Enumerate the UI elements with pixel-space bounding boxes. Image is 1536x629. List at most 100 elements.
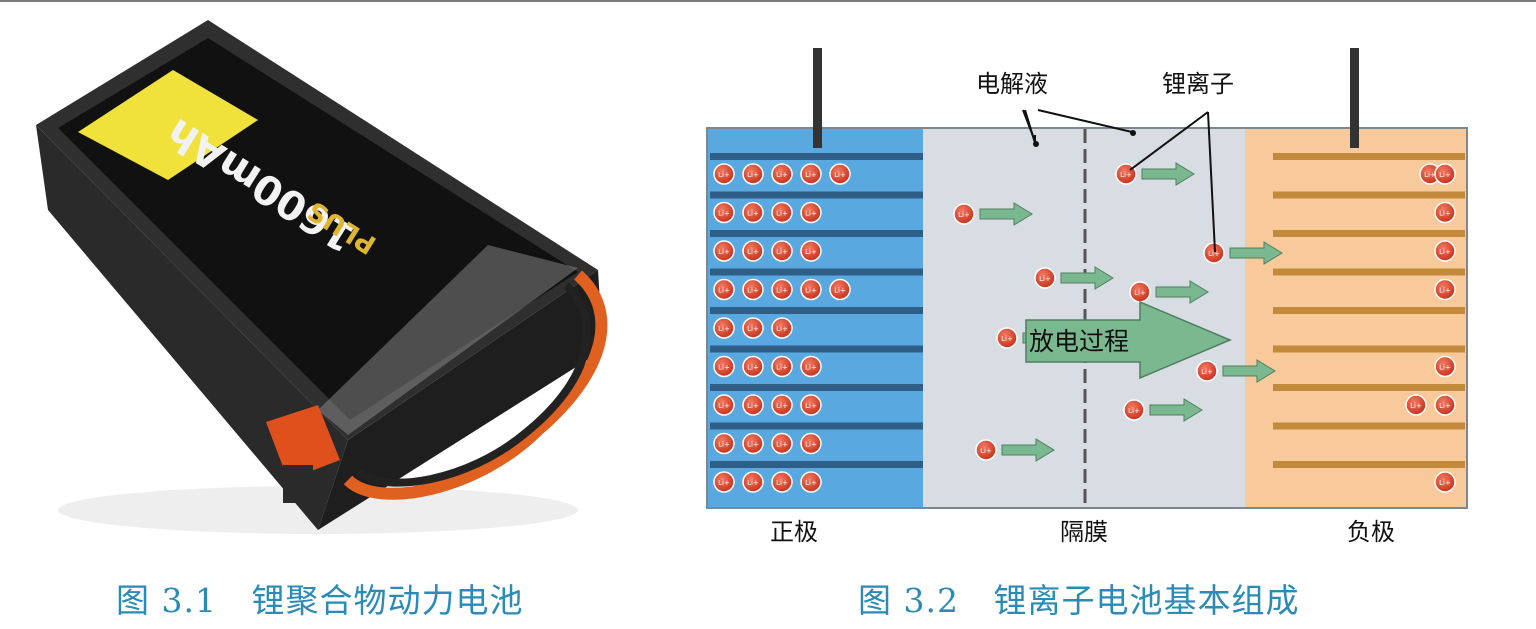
- lithium-ion-icon: Li+: [771, 394, 793, 416]
- lithium-ion-icon: Li+: [953, 203, 975, 225]
- svg-text:Li+: Li+: [1208, 250, 1220, 258]
- anode-plate: [1273, 191, 1465, 199]
- svg-text:Li+: Li+: [1439, 171, 1451, 179]
- svg-text:Li+: Li+: [1128, 407, 1140, 415]
- lithium-ion-icon: Li+: [800, 240, 822, 262]
- svg-text:Li+: Li+: [747, 441, 759, 449]
- anode-plate: [1273, 384, 1465, 391]
- svg-text:Li+: Li+: [776, 248, 788, 256]
- lithium-ion-icon: Li+: [742, 355, 764, 378]
- svg-text:Li+: Li+: [1001, 335, 1013, 343]
- cathode-plate: [710, 384, 923, 391]
- svg-text:Li+: Li+: [980, 447, 992, 455]
- lithium-ion-icon: Li+: [829, 278, 851, 301]
- ion-motion-arrow: [1149, 398, 1203, 422]
- lithium-ion-icon: Li+: [800, 471, 822, 493]
- lithium-ion-icon: Li+: [713, 317, 735, 339]
- ion-motion-arrow: [1141, 162, 1195, 186]
- svg-text:Li+: Li+: [747, 325, 759, 333]
- lithium-ion-icon: Li+: [1434, 240, 1456, 262]
- lithium-ion-icon: Li+: [800, 355, 822, 378]
- svg-text:Li+: Li+: [776, 479, 788, 487]
- svg-text:Li+: Li+: [1410, 402, 1422, 410]
- svg-text:Li+: Li+: [1439, 210, 1451, 218]
- lithium-ion-icon: Li+: [1129, 281, 1151, 303]
- svg-text:Li+: Li+: [747, 364, 759, 372]
- lithium-ion-icon: Li+: [1434, 394, 1456, 416]
- svg-text:Li+: Li+: [805, 248, 817, 256]
- svg-text:Li+: Li+: [747, 479, 759, 487]
- lithium-ion-icon: Li+: [1203, 242, 1225, 264]
- lithium-ion-icon: Li+: [1434, 201, 1456, 224]
- cathode-plate: [710, 422, 923, 430]
- anode-plate: [1273, 153, 1465, 160]
- svg-text:Li+: Li+: [776, 364, 788, 372]
- anode-region: [1245, 129, 1466, 507]
- battery-black-wire: [355, 282, 592, 487]
- lithium-ion-icon: Li+: [975, 439, 997, 461]
- cathode-plate: [710, 153, 923, 160]
- anode-plate: [1273, 268, 1465, 276]
- svg-text:Li+: Li+: [718, 402, 730, 410]
- cathode-plates: [710, 153, 923, 468]
- ion-motion-arrow: [979, 202, 1033, 226]
- anode-plate: [1273, 230, 1465, 237]
- svg-text:Li+: Li+: [1120, 171, 1132, 179]
- battery-connector-base: [283, 465, 313, 503]
- lithium-ion-icon: Li+: [800, 201, 822, 224]
- svg-text:Li+: Li+: [718, 210, 730, 218]
- svg-text:Li+: Li+: [747, 287, 759, 295]
- cathode-ions: Li+ Li+ Li+ Li+ Li+ Li+ Li+ Li+ Li+ Li+ Li+ Li+ Li+ L…: [713, 163, 851, 493]
- svg-text:Li+: Li+: [747, 171, 759, 179]
- ion-motion-arrow: [1001, 438, 1055, 462]
- svg-text:Li+: Li+: [805, 402, 817, 410]
- lithium-ion-icon: Li+: [1434, 163, 1456, 185]
- electrolyte-callout-dot-left: [1033, 141, 1039, 147]
- cathode-plate: [710, 307, 923, 314]
- cathode-label: 正极: [770, 518, 818, 546]
- lithium-ion-icon: Li+: [800, 432, 822, 455]
- lithium-ion-icon: Li+: [1196, 360, 1218, 382]
- cathode-plate: [710, 345, 923, 353]
- svg-text:Li+: Li+: [747, 402, 759, 410]
- lithium-ion-icon: Li+: [1034, 267, 1056, 289]
- svg-text:Li+: Li+: [1424, 171, 1436, 179]
- lithium-ion-icon: Li+: [771, 317, 793, 339]
- svg-text:Li+: Li+: [805, 287, 817, 295]
- electrolyte-callout-dot-right: [1130, 130, 1136, 136]
- lithium-ion-icon: Li+: [800, 163, 822, 185]
- ion-callout-right: [1207, 111, 1216, 253]
- svg-text:Li+: Li+: [718, 479, 730, 487]
- anode-plate: [1273, 461, 1465, 468]
- svg-text:Li+: Li+: [834, 171, 846, 179]
- lithium-ion-icon: Li+: [742, 163, 764, 185]
- lithium-ion-icon: Li+: [713, 240, 735, 262]
- anode-label: 负极: [1347, 518, 1395, 546]
- lithium-ion-icon: Li+: [1434, 278, 1456, 301]
- lithium-ion-icon: Li+: [1434, 355, 1456, 378]
- lithium-ion-icon: Li+: [713, 394, 735, 416]
- battery-yellow-sticker: [78, 70, 258, 180]
- anode-plates: [1273, 153, 1465, 468]
- cathode-plate: [710, 268, 923, 276]
- caption-figure-3-1: 图 3.1 锂聚合物动力电池: [116, 581, 524, 620]
- svg-text:Li+: Li+: [718, 171, 730, 179]
- svg-text:Li+: Li+: [834, 287, 846, 295]
- svg-text:Li+: Li+: [805, 171, 817, 179]
- lithium-ion-icon: Li+: [771, 278, 793, 301]
- cathode-plate: [710, 230, 923, 237]
- lithium-ion-icon: Li+: [1123, 399, 1145, 421]
- cathode-terminal: [813, 48, 822, 148]
- lithium-ion-icon: Li+: [996, 327, 1018, 349]
- lithium-ion-icon: Li+: [1405, 394, 1427, 416]
- anode-plate: [1273, 422, 1465, 430]
- lithium-ion-icon: Li+: [742, 278, 764, 301]
- svg-text:Li+: Li+: [718, 287, 730, 295]
- lithium-ion-icon: Li+: [742, 240, 764, 262]
- lithium-ion-icon: Li+: [771, 432, 793, 455]
- battery-wrap-band: [318, 245, 578, 435]
- svg-text:Li+: Li+: [805, 479, 817, 487]
- lithium-ion-icon: Li+: [713, 432, 735, 455]
- svg-text:Li+: Li+: [805, 364, 817, 372]
- separator-label: 隔膜: [1060, 518, 1108, 546]
